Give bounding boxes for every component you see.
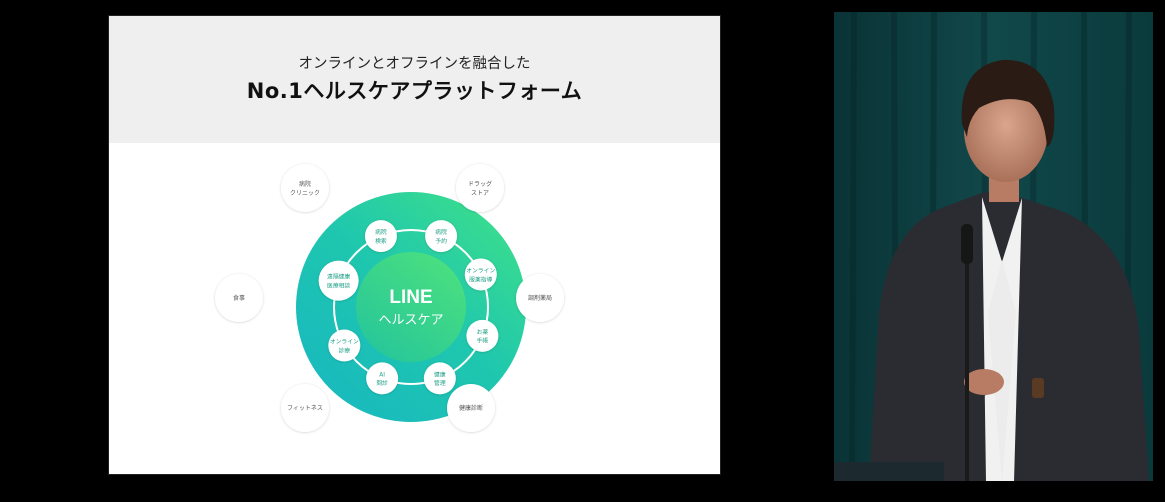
offline-node: 食事 — [215, 274, 263, 322]
offline-node-label: 健康診断 — [459, 404, 483, 412]
online-node-label: AI — [379, 372, 385, 378]
microphone — [961, 224, 973, 264]
center-label-healthcare: ヘルスケア — [378, 313, 443, 328]
online-node-label: オンライン — [330, 339, 359, 346]
offline-node-label: ストア — [471, 190, 489, 197]
online-node-label: 健康 — [434, 370, 446, 378]
healthcare-platform-diagram: LINE ヘルスケア ONLINE OFFLINE オンライン診療遠隔健康医療相… — [215, 164, 564, 432]
online-connector-ring — [333, 229, 489, 385]
online-node-circle — [425, 220, 458, 253]
slide-title: No.1ヘルスケアプラットフォーム — [246, 79, 583, 103]
presentation-slide: オンラインとオフラインを融合した No.1ヘルスケアプラットフォーム LINE … — [108, 15, 721, 475]
offline-node-label: 調剤薬局 — [528, 294, 552, 302]
offline-node: フィットネス — [281, 384, 329, 432]
online-node-label: 手帳 — [477, 337, 489, 345]
presenter-video-feed — [834, 12, 1153, 481]
online-node-label: 病院 — [375, 228, 387, 236]
offline-node-label: ドラッグ — [468, 180, 492, 188]
online-node-label: 管理 — [434, 379, 446, 387]
offline-node-circle — [447, 384, 495, 432]
online-node-label: 検索 — [375, 237, 387, 245]
offline-node-label: 食事 — [233, 294, 245, 302]
offline-node-label: クリニック — [290, 190, 320, 197]
slide-header: オンラインとオフラインを融合した No.1ヘルスケアプラットフォーム — [108, 15, 721, 143]
offline-node-circle — [516, 274, 564, 322]
presenter-hair — [961, 59, 1055, 147]
online-node-label: 問診 — [376, 379, 388, 387]
online-node-label: 病院 — [435, 228, 447, 236]
offline-node-label: 病院 — [299, 180, 311, 188]
online-node-label: お薬 — [477, 328, 489, 336]
online-node-circle — [423, 362, 456, 395]
offline-node-circle — [281, 164, 329, 212]
online-node-label: 医療相談 — [327, 281, 350, 289]
online-node-label: 服薬指導 — [469, 275, 492, 283]
wristwatch — [1032, 378, 1044, 398]
offline-node-circle — [215, 274, 263, 322]
online-center-circle — [356, 252, 466, 362]
online-node-circle — [318, 260, 359, 301]
online-node-label: オンライン — [466, 267, 495, 274]
online-node-label: 予約 — [435, 237, 447, 245]
online-node-circle — [466, 319, 499, 352]
center-label-line: LINE — [389, 287, 432, 308]
offline-node-label: フィットネス — [287, 405, 323, 412]
online-node-circle — [464, 258, 497, 291]
offline-label: OFFLINE — [507, 426, 531, 432]
slide-subtitle: オンラインとオフラインを融合した — [298, 56, 531, 72]
offline-node: 健康診断 — [447, 384, 495, 432]
online-node-circle — [364, 220, 397, 253]
offline-node-circle — [281, 384, 329, 432]
online-node-label: 遠隔健康 — [327, 273, 350, 281]
online-service-nodes: オンライン診療遠隔健康医療相談病院検索病院予約オンライン服薬指導お薬手帳健康管理… — [318, 220, 499, 395]
online-node-label: 診療 — [339, 346, 351, 354]
online-node-circle — [328, 329, 361, 362]
offline-node-circle — [456, 164, 504, 212]
online-node-circle — [366, 362, 399, 395]
offline-node: 調剤薬局 — [516, 274, 564, 322]
online-label: ONLINE — [510, 385, 531, 391]
